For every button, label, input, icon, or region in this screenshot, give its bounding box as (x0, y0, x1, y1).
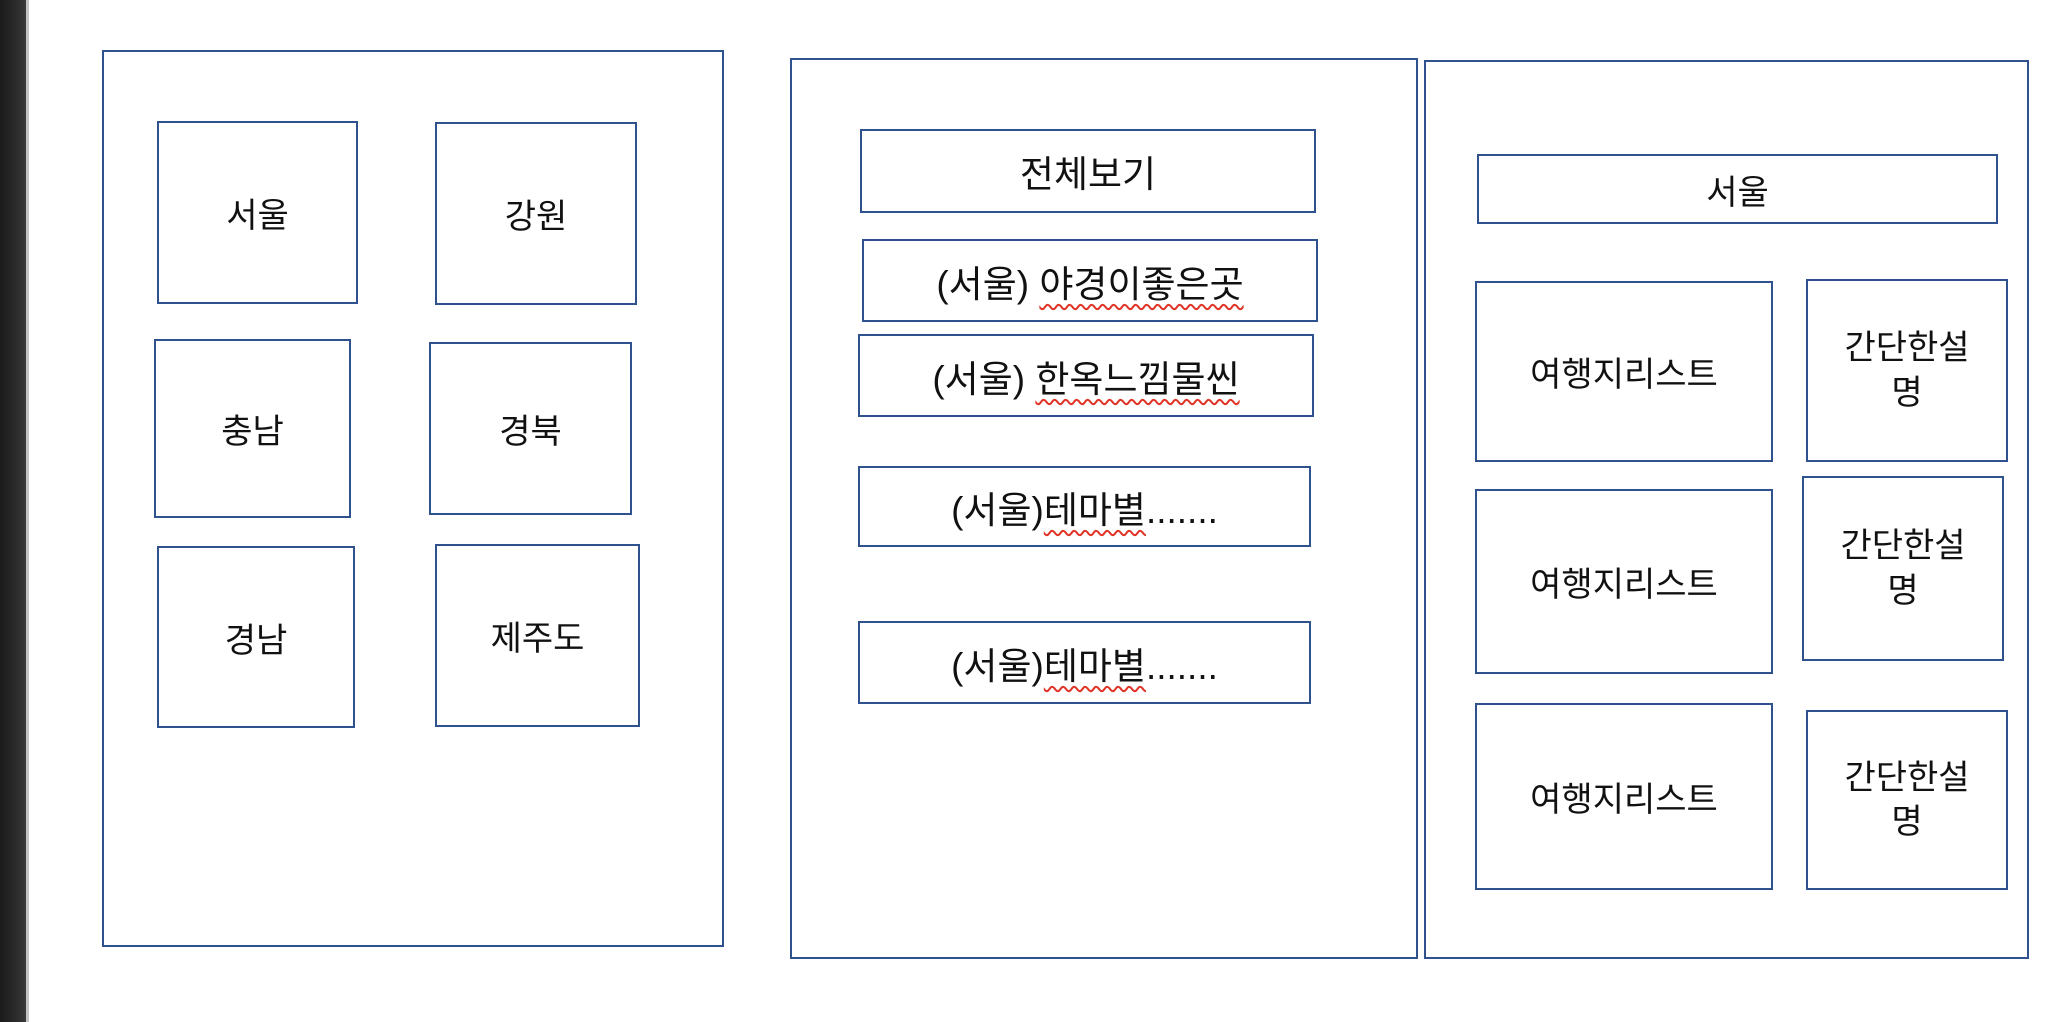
region-list-panel[interactable]: 서울 강원 충남 경북 경남 제주도 (102, 50, 724, 947)
window-edge-strip (0, 0, 26, 1022)
menu-label: (서울) 한옥느낌물씬 (932, 349, 1239, 403)
menu-label-misspelled: 한옥느낌물씬 (1035, 358, 1240, 400)
menu-label-suffix: ....... (1145, 645, 1218, 687)
region-box-chungnam[interactable]: 충남 (154, 339, 351, 518)
short-description-label: 간단한설명 (1844, 329, 1970, 412)
region-box-jeju[interactable]: 제주도 (435, 544, 640, 727)
short-description-box[interactable]: 간단한설명 (1806, 279, 2008, 462)
menu-label: (서울)테마별....... (951, 636, 1218, 690)
menu-label-prefix: (서울) (951, 645, 1044, 687)
menu-label: (서울)테마별....... (951, 480, 1218, 534)
region-label: 서울 (226, 197, 289, 235)
menu-label-misspelled: 테마별 (1043, 489, 1146, 531)
short-description-label: 간단한설명 (1840, 527, 1966, 610)
region-box-gangwon[interactable]: 강원 (435, 122, 637, 305)
travel-list-box[interactable]: 여행지리스트 (1475, 281, 1773, 462)
short-description-label: 간단한설명 (1844, 758, 1970, 841)
region-label: 충남 (221, 413, 284, 451)
menu-label-prefix: 전체보기 (1019, 154, 1157, 195)
region-label: 경남 (224, 621, 288, 660)
menu-label-misspelled: 테마별 (1043, 645, 1146, 687)
short-description-box[interactable]: 간단한설명 (1806, 710, 2008, 890)
region-label: 경북 (499, 413, 562, 451)
detail-title: 서울 (1706, 173, 1769, 212)
travel-list-box[interactable]: 여행지리스트 (1475, 703, 1773, 890)
travel-list-label: 여행지리스트 (1530, 566, 1718, 604)
region-box-gyeongnam[interactable]: 경남 (157, 546, 355, 728)
menu-panel[interactable]: 전체보기 (서울) 야경이좋은곳 (서울) 한옥느낌물씬 (서울)테마별....… (790, 58, 1418, 959)
menu-label-suffix: ....... (1145, 489, 1218, 531)
region-label: 강원 (504, 198, 568, 236)
travel-list-box[interactable]: 여행지리스트 (1475, 489, 1773, 674)
menu-box-theme-2[interactable]: (서울)테마별....... (858, 621, 1311, 704)
menu-label: (서울) 야경이좋은곳 (936, 254, 1243, 308)
travel-list-label: 여행지리스트 (1530, 781, 1718, 819)
short-description-box[interactable]: 간단한설명 (1802, 476, 2004, 661)
menu-label: 전체보기 (1020, 144, 1156, 198)
menu-label-prefix: (서울) (936, 263, 1040, 305)
menu-label-prefix: (서울) (951, 489, 1044, 531)
window-edge-divider (26, 0, 29, 1022)
menu-box-night-view[interactable]: (서울) 야경이좋은곳 (862, 239, 1318, 322)
detail-panel[interactable]: 서울 여행지리스트 간단한설명 여행지리스트 간단한설명 여행지리스트 간단한설… (1424, 60, 2029, 959)
detail-title-box[interactable]: 서울 (1477, 154, 1998, 224)
menu-box-view-all[interactable]: 전체보기 (860, 129, 1316, 213)
menu-label-prefix: (서울) (932, 358, 1036, 400)
region-box-gyeongbuk[interactable]: 경북 (429, 342, 632, 515)
menu-box-hanok-feel[interactable]: (서울) 한옥느낌물씬 (858, 334, 1314, 417)
menu-label-misspelled: 야경이좋은곳 (1039, 263, 1244, 305)
travel-list-label: 여행지리스트 (1530, 356, 1718, 394)
region-box-seoul[interactable]: 서울 (157, 121, 358, 304)
menu-box-theme-1[interactable]: (서울)테마별....... (858, 466, 1311, 547)
region-label: 제주도 (490, 620, 585, 658)
